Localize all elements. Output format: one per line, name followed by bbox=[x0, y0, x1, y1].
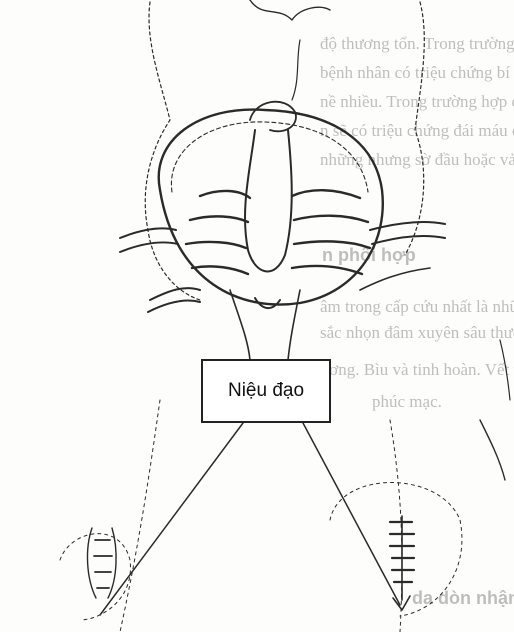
callout-label-box: Niệu đạo bbox=[201, 359, 331, 423]
callout-label: Niệu đạo bbox=[228, 380, 304, 402]
